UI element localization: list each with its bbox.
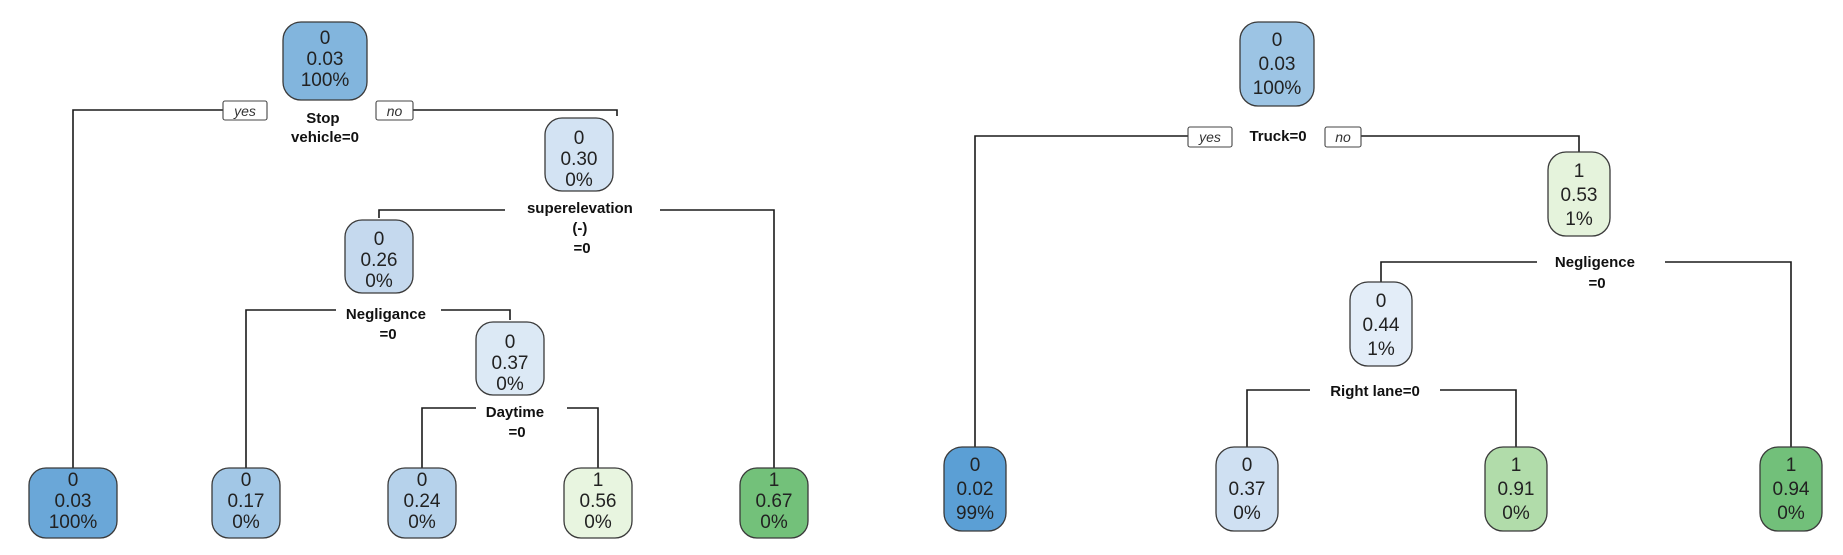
svg-text:10.531%: 10.531% (1561, 161, 1598, 230)
svg-text:yes: yes (233, 103, 256, 119)
edge-r3-no (1440, 389, 1517, 447)
svg-text:00.300%: 00.300% (561, 128, 598, 191)
edge-l3-yes (245, 309, 336, 468)
split-right-lane: Right lane=0 (1330, 383, 1420, 400)
svg-text:00.370%: 00.370% (492, 332, 529, 395)
svg-text:00.240%: 00.240% (404, 470, 441, 533)
split-negligence: Negligence =0 (1555, 254, 1639, 292)
edge-l1-no (413, 109, 618, 116)
svg-text:00.260%: 00.260% (361, 229, 398, 292)
right-no-label: no (1324, 126, 1362, 148)
edge-r3-yes (1246, 389, 1310, 447)
right-tree: yes no Truck=0 Negligence =0 Right lane=… (943, 21, 1823, 532)
svg-text:10.560%: 10.560% (580, 470, 617, 533)
edge-l4-yes (421, 407, 476, 468)
left-no-label: no (375, 100, 414, 121)
svg-text:10.940%: 10.940% (1773, 455, 1810, 524)
right-tree-edges (974, 135, 1792, 447)
split-daytime: Daytime =0 (486, 404, 549, 441)
edge-l2-yes (378, 209, 505, 218)
edge-l3-no (441, 309, 511, 320)
split-negligance: Negligance =0 (346, 306, 430, 343)
edge-l2-no (660, 209, 775, 468)
edge-l1-yes (72, 109, 223, 468)
svg-text:yes: yes (1198, 129, 1221, 145)
split-stop-vehicle: Stop vehicle=0 (291, 110, 359, 146)
svg-text:00.441%: 00.441% (1363, 291, 1400, 360)
edge-r2-no (1665, 261, 1792, 447)
svg-text:no: no (387, 103, 403, 119)
svg-text:no: no (1335, 129, 1351, 145)
left-tree-edges (72, 109, 775, 468)
right-yes-label: yes (1187, 126, 1233, 148)
edge-r2-yes (1380, 261, 1537, 282)
edge-l4-no (567, 407, 599, 468)
svg-text:10.910%: 10.910% (1498, 455, 1535, 524)
svg-text:10.670%: 10.670% (756, 470, 793, 533)
svg-text:00.370%: 00.370% (1229, 455, 1266, 524)
svg-text:00.170%: 00.170% (228, 470, 265, 533)
split-superelevation: superelevation (-) =0 (527, 200, 637, 257)
left-tree: yes no Stop vehicle=0 superelevation (-)… (28, 21, 809, 539)
edge-r1-yes (974, 135, 1188, 447)
split-truck: Truck=0 (1249, 128, 1306, 145)
edge-r1-no (1358, 135, 1580, 152)
left-yes-label: yes (222, 100, 268, 121)
